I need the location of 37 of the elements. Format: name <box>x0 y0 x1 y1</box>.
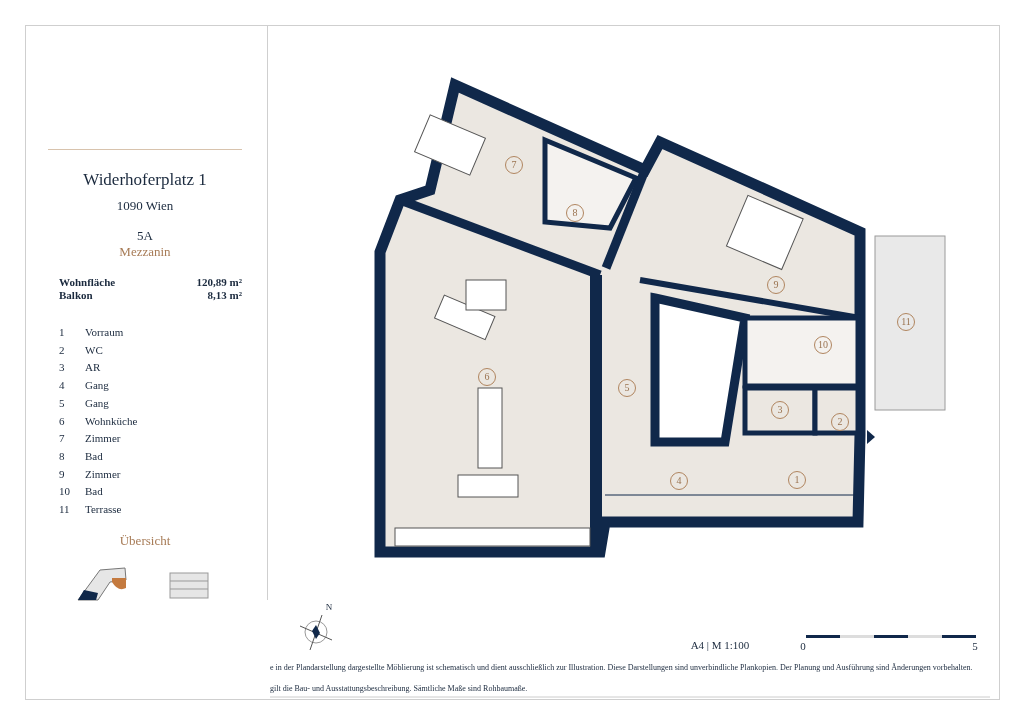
room-number: 6 <box>59 414 65 428</box>
room-number: 9 <box>59 467 65 481</box>
label: Widerhoferplatz 1 <box>83 170 207 190</box>
room-name: Wohnküche <box>85 414 138 428</box>
room-name: Gang <box>85 396 109 410</box>
room-name: Bad <box>85 485 103 498</box>
room-number: 11 <box>59 503 70 516</box>
room-name: Gang <box>85 379 109 392</box>
room-name: Vorraum <box>85 326 124 339</box>
room-number: 10 <box>59 485 70 498</box>
room-name: Terrasse <box>85 503 122 516</box>
label: 5 <box>972 640 978 653</box>
label: Wohnfläche <box>59 276 116 289</box>
label: 8,13 m² <box>207 289 242 302</box>
room-name: WC <box>85 343 103 357</box>
disclaimer-text: gilt die Bau- und Ausstattungsbeschreibung. Sämtliche Maße sind Rohbaumaße. <box>270 684 529 694</box>
room-name: Zimmer <box>85 432 121 445</box>
room-number: 3 <box>59 361 65 375</box>
label: Mezzanin <box>119 245 171 260</box>
label: Balkon <box>59 289 93 302</box>
label: N <box>325 602 333 613</box>
room-number: 7 <box>59 432 65 445</box>
room-name: AR <box>85 361 101 375</box>
label: 0 <box>800 640 806 653</box>
room-number: 2 <box>59 343 65 357</box>
label: 120,89 m² <box>196 276 242 289</box>
room-number: 8 <box>59 449 65 463</box>
label: A4 | M 1:100 <box>690 639 750 652</box>
label: 1090 Wien <box>116 199 174 214</box>
room-number: 1 <box>59 326 65 339</box>
room-number: 4 <box>59 379 65 392</box>
label: Übersicht <box>119 534 171 549</box>
room-name: Zimmer <box>85 467 121 481</box>
disclaimer-text: e in der Plandarstellung dargestellte Möblierung ist schematisch und dient ausschließlich zur Illustration. Diese Darstellungen sind unverbindliche Plankopien. Der Planung und Ausführung sind Änderungen vorbehalten. <box>270 663 974 673</box>
room-number: 5 <box>59 396 65 410</box>
room-name: Bad <box>85 449 103 463</box>
label: 5A <box>137 229 153 244</box>
